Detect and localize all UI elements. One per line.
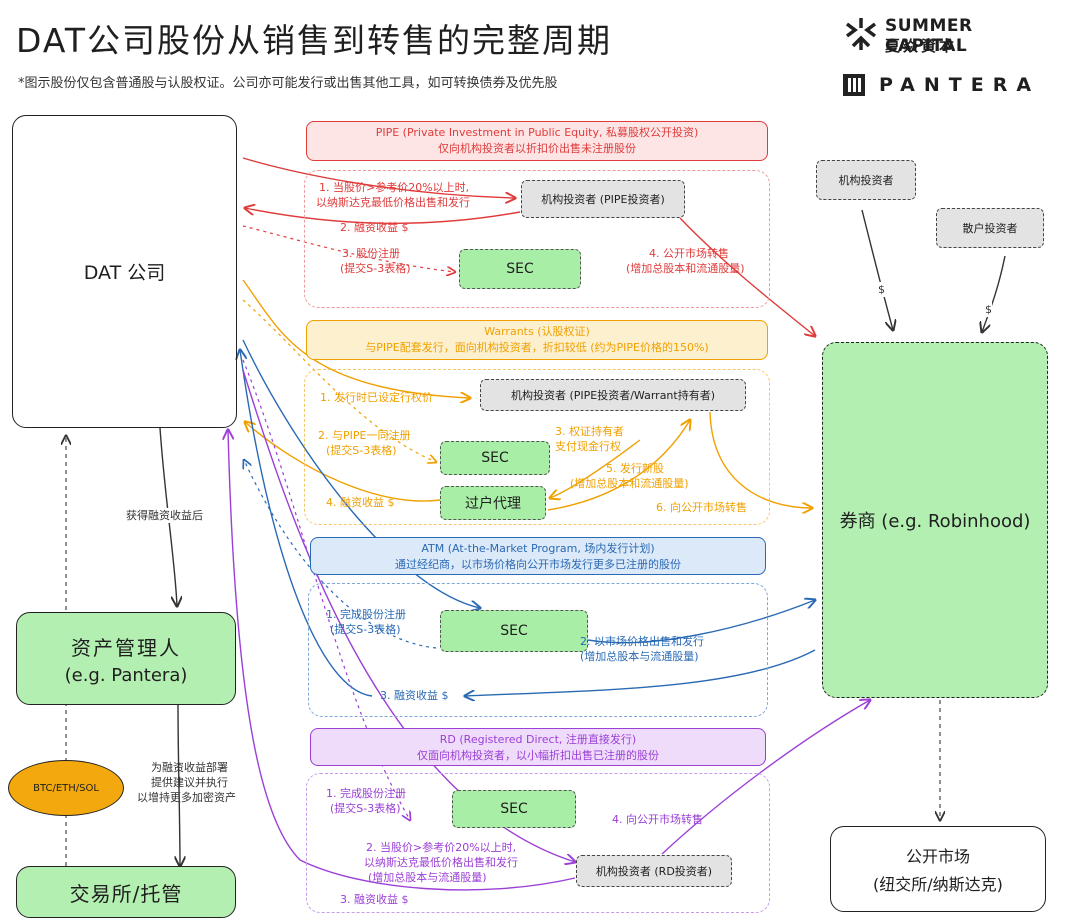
warrants-step2-line1: 2. 与PIPE一同注册 [318, 429, 411, 442]
rd-step2-line3: (增加总股本与流通股量) [368, 871, 487, 884]
pantera-logo: PANTERA [843, 72, 1043, 98]
pipe-step4-line1: 4. 公开市场转售 [649, 247, 729, 260]
broker-node: 券商 (e.g. Robinhood) [822, 342, 1048, 698]
atm-sec-label: SEC [500, 623, 528, 639]
rd-step2-line2: 以纳斯达克最低价格出售和发行 [364, 856, 518, 869]
summer-capital-name: SUMMER CAPITAL [885, 16, 973, 56]
asset-manager-node: 资产管理人 (e.g. Pantera) [16, 612, 236, 705]
page-subtitle: *图示股份仅包含普通股与认股权证。公司亦可能发行或出售其他工具，如可转换债券及优… [18, 76, 558, 91]
rd-header-desc: 仅面向机构投资者，以小幅折扣出售已注册的股份 [417, 749, 659, 762]
warrants-sec-node: SEC [440, 441, 550, 475]
rd-step4: 4. 向公开市场转售 [612, 813, 703, 826]
warrants-header-desc: 与PIPE配套发行，面向机构投资者，折扣较低 (约为PIPE价格的150%) [365, 341, 709, 354]
advice-line-1: 为融资收益部署 [151, 761, 228, 774]
atm-step2-line1: 2. 以市场价格出售和发行 [580, 635, 704, 648]
institutional-dollar-label: $ [878, 282, 885, 297]
advice-line-3: 以增持更多加密资产 [137, 791, 236, 804]
pipe-header: PIPE (Private Investment in Public Equit… [306, 121, 768, 161]
rd-header: RD (Registered Direct, 注册直接发行) 仅面向机构投资者，… [310, 728, 766, 766]
atm-step2-line2: (增加总股本与流通股量) [580, 650, 699, 663]
retail-investor-label: 散户投资者 [962, 222, 1018, 235]
pipe-sec-node: SEC [459, 249, 581, 289]
warrants-step5-line2: (增加总股本和流通股量) [570, 477, 689, 490]
pipe-header-title: PIPE (Private Investment in Public Equit… [375, 126, 699, 139]
crypto-asset-label: BTC/ETH/SOL [33, 782, 99, 794]
atm-step1-line2: (提交S-3表格) [330, 623, 401, 636]
warrants-step5-line1: 5. 发行新股 [606, 462, 664, 475]
atm-step1-line1: 1. 完成股份注册 [326, 608, 406, 621]
advice-line-2: 提供建议并执行 [151, 776, 228, 789]
pipe-investor-node: 机构投资者 (PIPE投资者) [521, 180, 685, 218]
warrants-header: Warrants (认股权证) 与PIPE配套发行，面向机构投资者，折扣较低 (… [306, 320, 768, 360]
transfer-agent-node: 过户代理 [440, 486, 546, 520]
pipe-sec-label: SEC [506, 261, 534, 277]
atm-header-desc: 通过经纪商，以市场价格向公开市场发行更多已注册的股份 [395, 558, 681, 571]
transfer-agent-label: 过户代理 [465, 496, 521, 512]
warrants-header-title: Warrants (认股权证) [484, 325, 590, 338]
warrants-investor-node: 机构投资者 (PIPE投资者/Warrant持有者) [480, 379, 746, 411]
exchange-custody-label: 交易所/托管 [69, 881, 183, 906]
rd-header-title: RD (Registered Direct, 注册直接发行) [439, 733, 637, 746]
warrants-step1: 1. 发行时已设定行权价 [320, 391, 433, 404]
rd-sec-label: SEC [500, 801, 528, 817]
broker-label: 券商 (e.g. Robinhood) [839, 511, 1031, 532]
dat-company-label: DAT 公司 [83, 262, 166, 284]
rd-step1-line1: 1. 完成股份注册 [326, 787, 406, 800]
asset-manager-example: (e.g. Pantera) [64, 664, 188, 686]
atm-sec-node: SEC [440, 610, 588, 652]
pipe-investor-label: 机构投资者 (PIPE投资者) [541, 193, 665, 206]
public-market-node: 公开市场 (纽交所/纳斯达克) [830, 826, 1046, 912]
rd-investor-node: 机构投资者 (RD投资者) [576, 855, 732, 887]
atm-header: ATM (At-the-Market Program, 场内发行计划) 通过经纪… [310, 537, 766, 575]
institutional-investor-node: 机构投资者 [816, 160, 916, 200]
warrants-panel [304, 369, 770, 525]
retail-dollar-label: $ [985, 302, 992, 317]
warrants-step4: 4. 融资收益 $ [326, 496, 395, 509]
public-market-exchanges: (纽交所/纳斯达克) [873, 875, 1003, 894]
after-proceeds-label: 获得融资收益后 [126, 508, 203, 523]
crypto-asset-badge: BTC/ETH/SOL [8, 760, 124, 816]
pipe-step3-line1: 3. 股份注册 [342, 247, 400, 260]
rd-investor-label: 机构投资者 (RD投资者) [595, 865, 713, 878]
pantera-name: PANTERA [879, 74, 1041, 96]
pipe-step2: 2. 融资收益 $ [340, 221, 409, 234]
pipe-header-desc: 仅向机构投资者以折扣价出售未注册股份 [438, 142, 636, 155]
atm-panel [308, 583, 768, 717]
warrants-investor-label: 机构投资者 (PIPE投资者/Warrant持有者) [510, 389, 716, 402]
pipe-step4-line2: (增加总股本和流通股量) [626, 262, 745, 275]
public-market-label: 公开市场 [905, 847, 970, 866]
warrants-sec-label: SEC [481, 450, 509, 466]
summer-capital-mark-icon [845, 18, 877, 50]
pantera-mark-icon [843, 74, 865, 96]
rd-step3: 3. 融资收益 $ [340, 893, 409, 906]
warrants-step6: 6. 向公开市场转售 [656, 501, 747, 514]
pipe-panel [304, 170, 770, 308]
dat-company-node: DAT 公司 [12, 115, 237, 428]
exchange-custody-node: 交易所/托管 [16, 866, 236, 918]
page-title: DAT公司股份从销售到转售的完整周期 [16, 21, 613, 60]
asset-manager-label: 资产管理人 [71, 635, 181, 660]
retail-investor-node: 散户投资者 [936, 208, 1044, 248]
rd-panel [306, 773, 770, 913]
pipe-step1-line1: 1. 当股价>参考价20%以上时, [319, 181, 470, 194]
rd-step1-line2: (提交S-3表格) [330, 802, 401, 815]
warrants-step3-line2: 支付现金行权 [555, 440, 621, 453]
atm-step3: 3. 融资收益 $ [380, 689, 449, 702]
pipe-step3-line2: (提交S-3表格) [340, 262, 411, 275]
rd-sec-node: SEC [452, 790, 576, 828]
institutional-investor-label: 机构投资者 [838, 174, 894, 187]
summer-capital-name-cn: 夏焱資本 [885, 37, 958, 55]
atm-header-title: ATM (At-the-Market Program, 场内发行计划) [421, 542, 655, 555]
warrants-step3-line1: 3. 权证持有者 [555, 425, 624, 438]
warrants-step2-line2: (提交S-3表格) [326, 444, 397, 457]
pipe-step1-line2: 以纳斯达克最低价格出售和发行 [316, 196, 470, 209]
rd-step2-line1: 2. 当股价>参考价20%以上时, [366, 841, 517, 854]
summer-capital-logo: SUMMER CAPITAL 夏焱資本 [843, 14, 1043, 56]
